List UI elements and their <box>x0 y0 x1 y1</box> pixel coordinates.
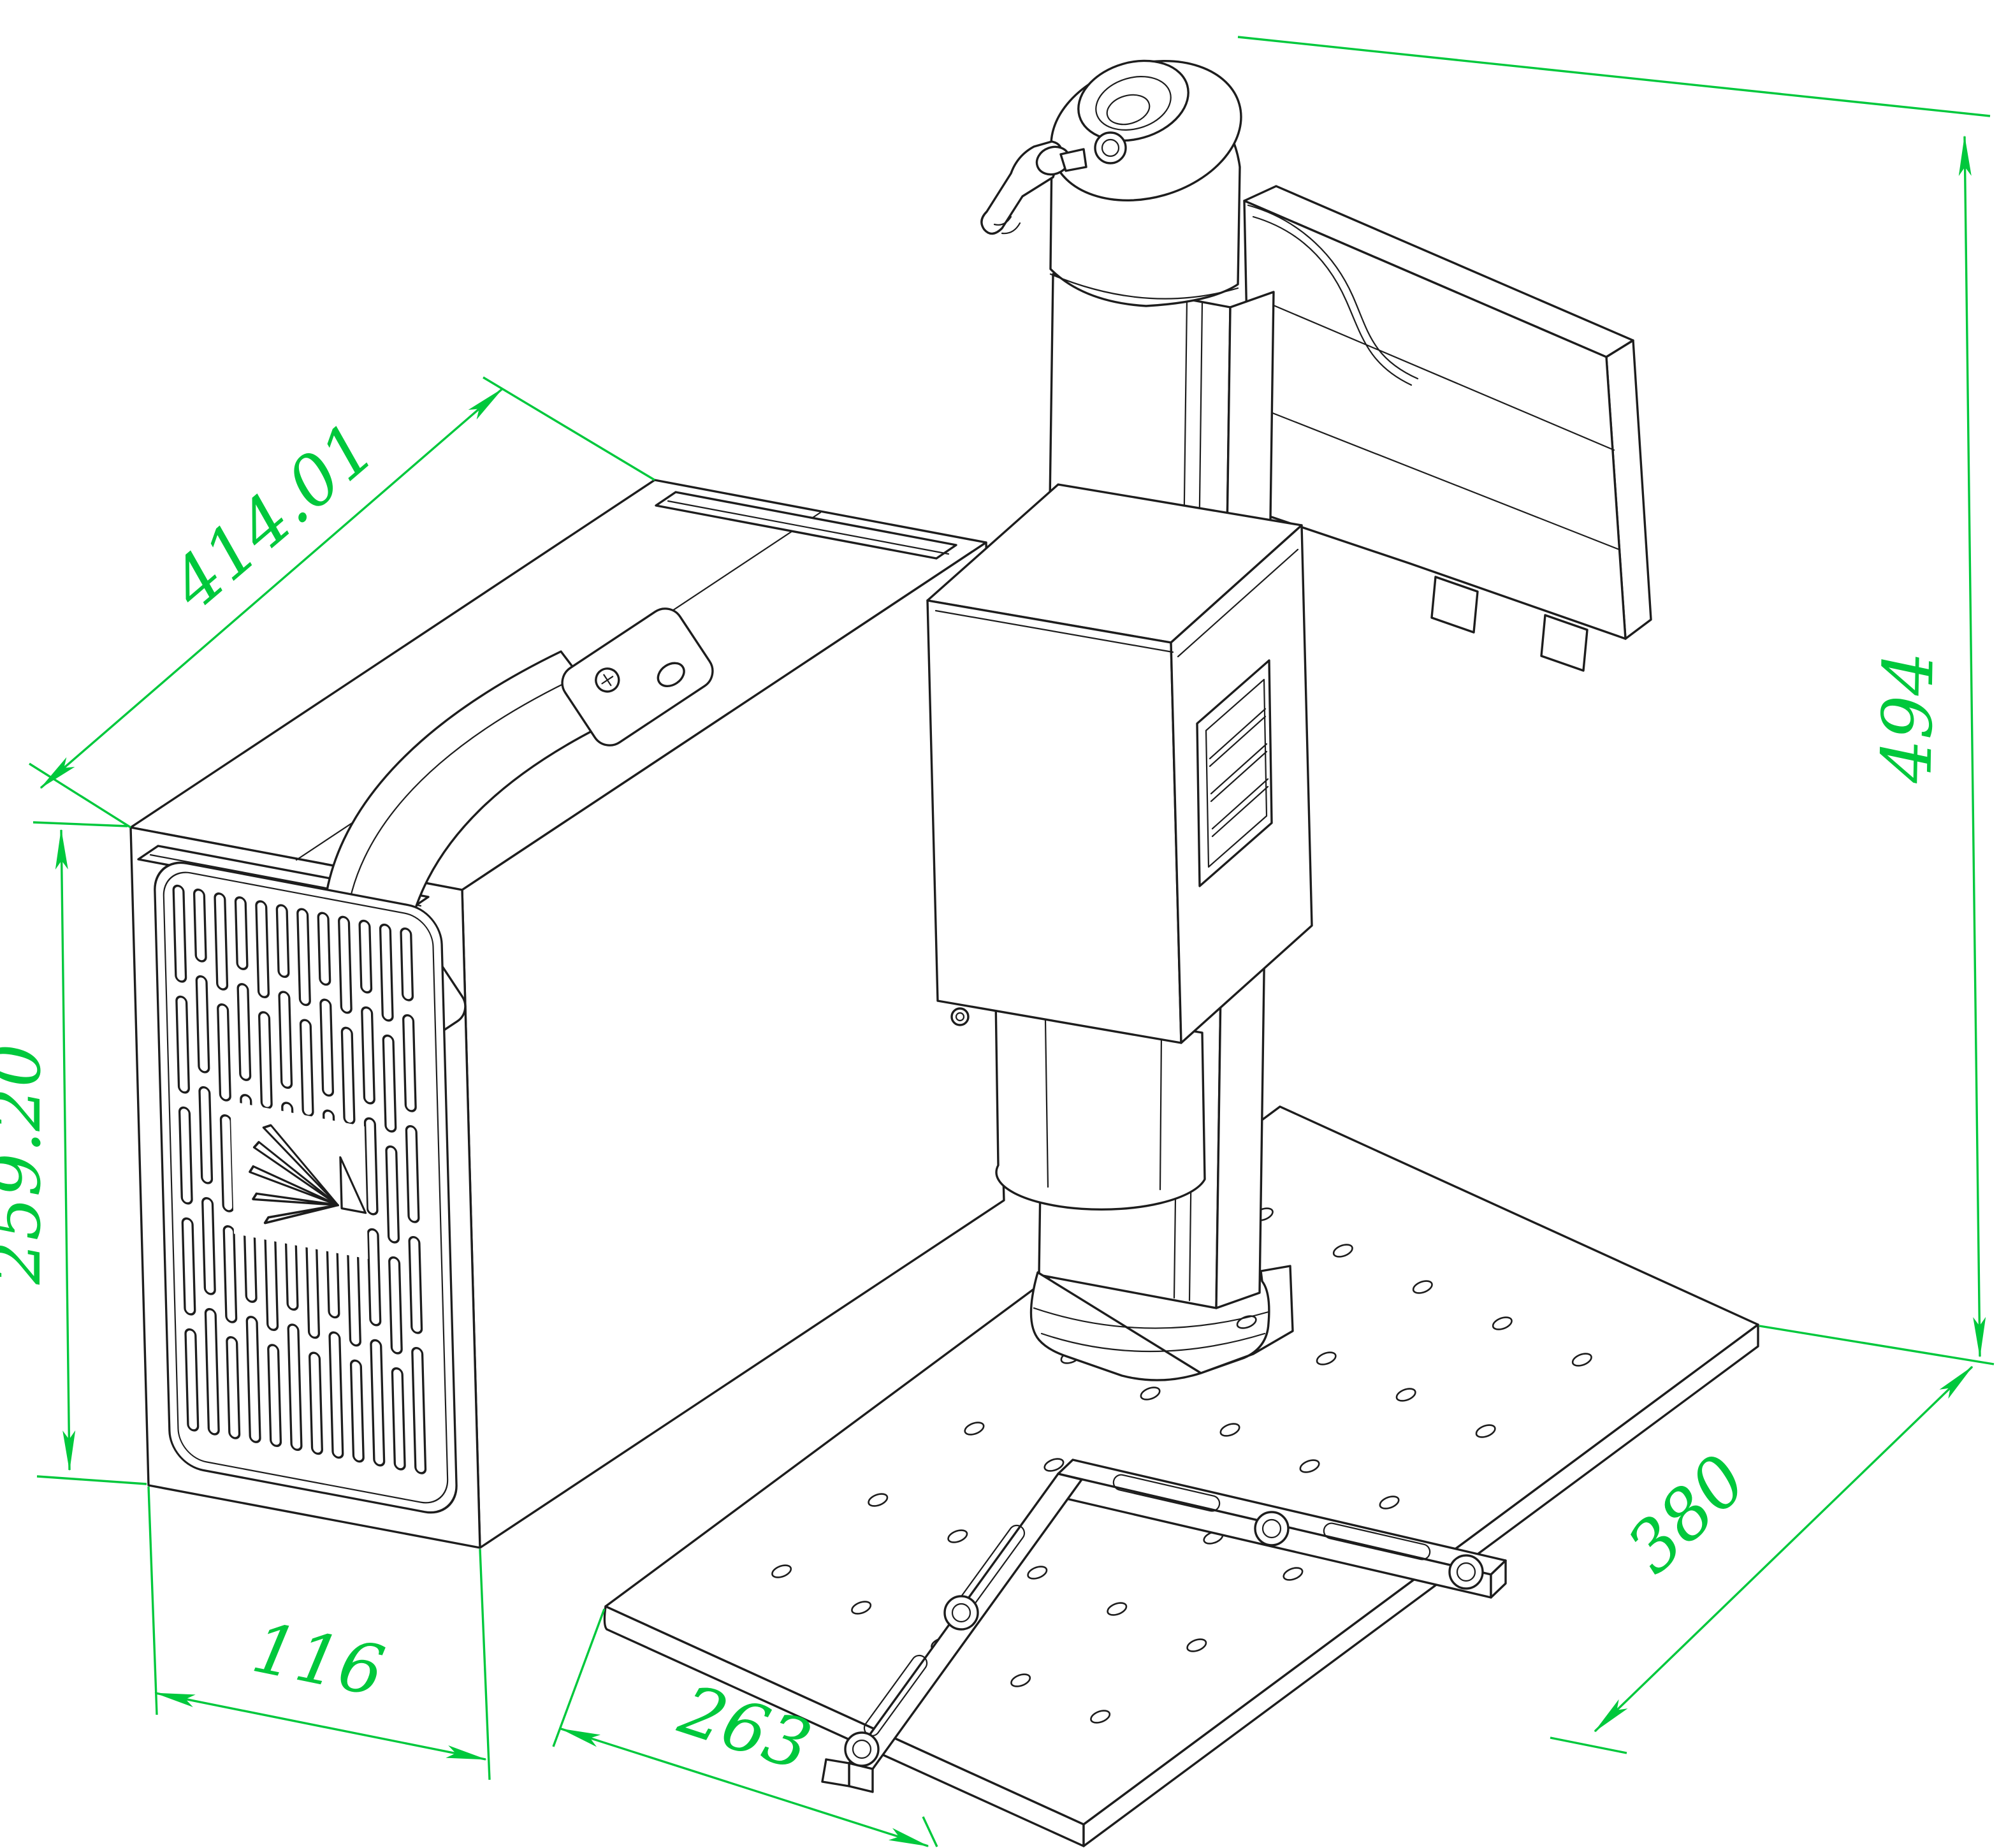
ventilation-grille <box>154 861 458 1514</box>
column-foot <box>1029 1265 1294 1381</box>
positioning-fixture <box>821 1459 1507 1793</box>
dim-label-base-plate-depth: 380 <box>1612 1440 1762 1589</box>
laser-source-arm <box>1243 185 1652 672</box>
arm-foot-tab <box>1540 614 1588 672</box>
arm-foot-tab <box>1430 576 1479 634</box>
galvo-head-front-face <box>926 599 1182 1044</box>
brand-fan-logo <box>249 1124 367 1225</box>
galvo-side-vent <box>1196 659 1273 887</box>
galvo-head <box>926 483 1313 1044</box>
lift-knob-cap <box>1049 59 1242 307</box>
dim-label-control-box-width: 116 <box>246 1608 391 1712</box>
dim-machine-height: 494 <box>1237 36 1995 1365</box>
control-box <box>129 479 1005 1549</box>
dim-control-box-height: 259.20 <box>0 821 147 1485</box>
dim-label-control-box-height: 259.20 <box>0 1044 56 1285</box>
dim-label-machine-height: 494 <box>1867 651 1949 784</box>
lens-barrel <box>994 997 1206 1211</box>
focus-lock-lever <box>980 140 1087 235</box>
